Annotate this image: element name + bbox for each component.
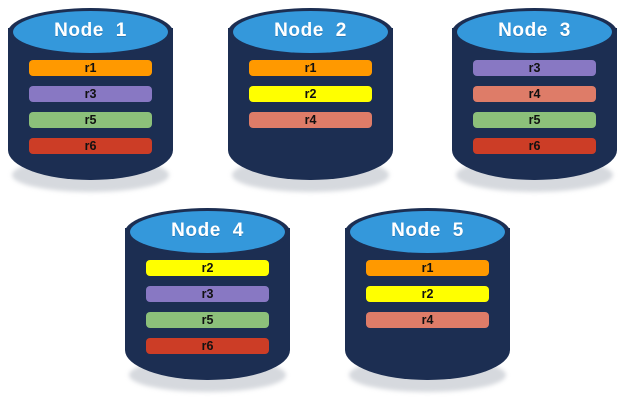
record-stack: r1 r2 r4	[228, 60, 393, 128]
node-title-label: Node 2	[274, 20, 347, 41]
record-bar[interactable]: r1	[249, 60, 372, 76]
record-bar[interactable]: r4	[249, 112, 372, 128]
record-bar[interactable]: r3	[29, 86, 152, 102]
record-bar[interactable]: r2	[366, 286, 489, 302]
record-bar[interactable]: r5	[146, 312, 269, 328]
database-cylinder-3[interactable]: Node 3 r3 r4 r5 r6	[452, 8, 617, 195]
record-bar[interactable]: r6	[473, 138, 596, 154]
database-cylinder-5[interactable]: Node 5 r1 r2 r4	[345, 208, 510, 395]
record-stack: r2 r3 r5 r6	[125, 260, 290, 354]
cylinder-top-disc	[350, 211, 505, 253]
record-bar[interactable]: r4	[366, 312, 489, 328]
database-cylinder-2[interactable]: Node 2 r1 r2 r4	[228, 8, 393, 195]
record-bar[interactable]: r1	[366, 260, 489, 276]
node-title-label: Node 3	[498, 20, 571, 41]
record-bar[interactable]: r4	[473, 86, 596, 102]
record-bar[interactable]: r3	[473, 60, 596, 76]
node-title-label: Node 4	[171, 220, 244, 241]
record-bar[interactable]: r2	[146, 260, 269, 276]
record-bar[interactable]: r1	[29, 60, 152, 76]
database-cylinder-1[interactable]: Node 1 r1 r3 r5 r6	[8, 8, 173, 195]
record-bar[interactable]: r6	[29, 138, 152, 154]
record-bar[interactable]: r2	[249, 86, 372, 102]
cylinder-top-disc	[457, 11, 612, 53]
record-stack: r1 r2 r4	[345, 260, 510, 328]
record-stack: r3 r4 r5 r6	[452, 60, 617, 154]
node-title-label: Node 1	[54, 20, 127, 41]
cylinder-top-disc	[13, 11, 168, 53]
record-bar[interactable]: r5	[473, 112, 596, 128]
record-bar[interactable]: r6	[146, 338, 269, 354]
record-stack: r1 r3 r5 r6	[8, 60, 173, 154]
cylinder-top-disc	[130, 211, 285, 253]
node-title-label: Node 5	[391, 220, 464, 241]
record-bar[interactable]: r5	[29, 112, 152, 128]
record-bar[interactable]: r3	[146, 286, 269, 302]
cylinder-top-disc	[233, 11, 388, 53]
database-cylinder-4[interactable]: Node 4 r2 r3 r5 r6	[125, 208, 290, 395]
